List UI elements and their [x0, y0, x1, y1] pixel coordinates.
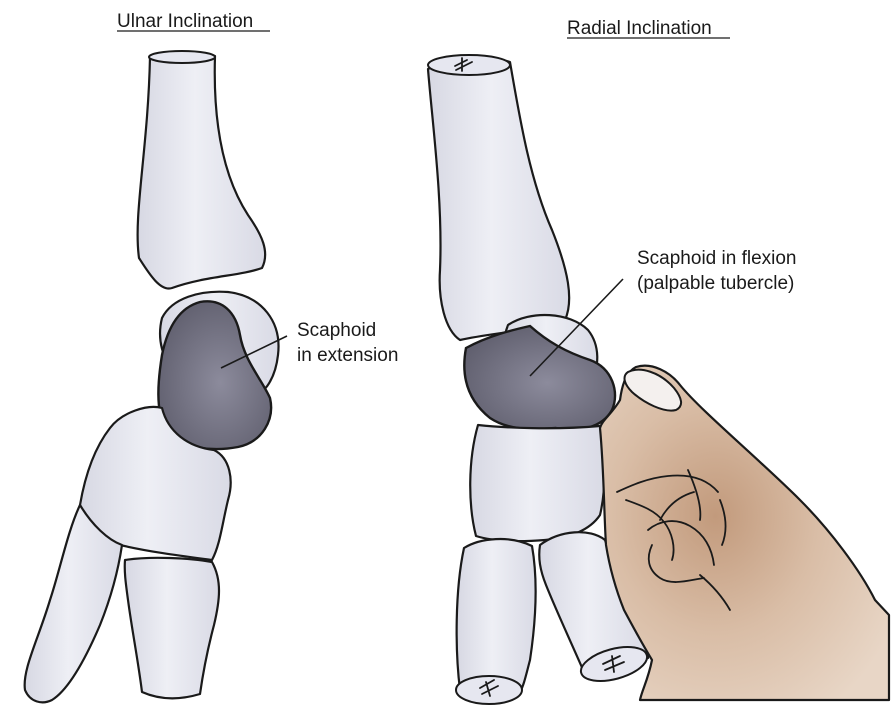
- scaphoid-flexion-label-line1: Scaphoid in flexion: [637, 248, 797, 269]
- metacarpal-bone-left-2: [125, 558, 219, 698]
- radius-bone-left: [138, 52, 266, 288]
- scaphoid-extension-label-line2: in extension: [297, 345, 398, 366]
- metacarpal-bone-right-1: [457, 539, 536, 692]
- radial-inclination-title: Radial Inclination: [567, 18, 712, 39]
- scaphoid-flexion-label-line2: (palpable tubercle): [637, 273, 794, 294]
- ulnar-inclination-title: Ulnar Inclination: [117, 11, 253, 32]
- ulnar-inclination-panel: Ulnar Inclination Scaphoid in extension: [25, 11, 399, 702]
- capitate-bone-right: [470, 425, 604, 541]
- radius-cut-end-right: [428, 55, 510, 75]
- radius-cut-end-left: [149, 51, 215, 63]
- scaphoid-extension-label-line1: Scaphoid: [297, 320, 376, 341]
- radial-inclination-panel: Radial Inclination: [428, 18, 889, 704]
- radius-bone-right: [428, 58, 569, 340]
